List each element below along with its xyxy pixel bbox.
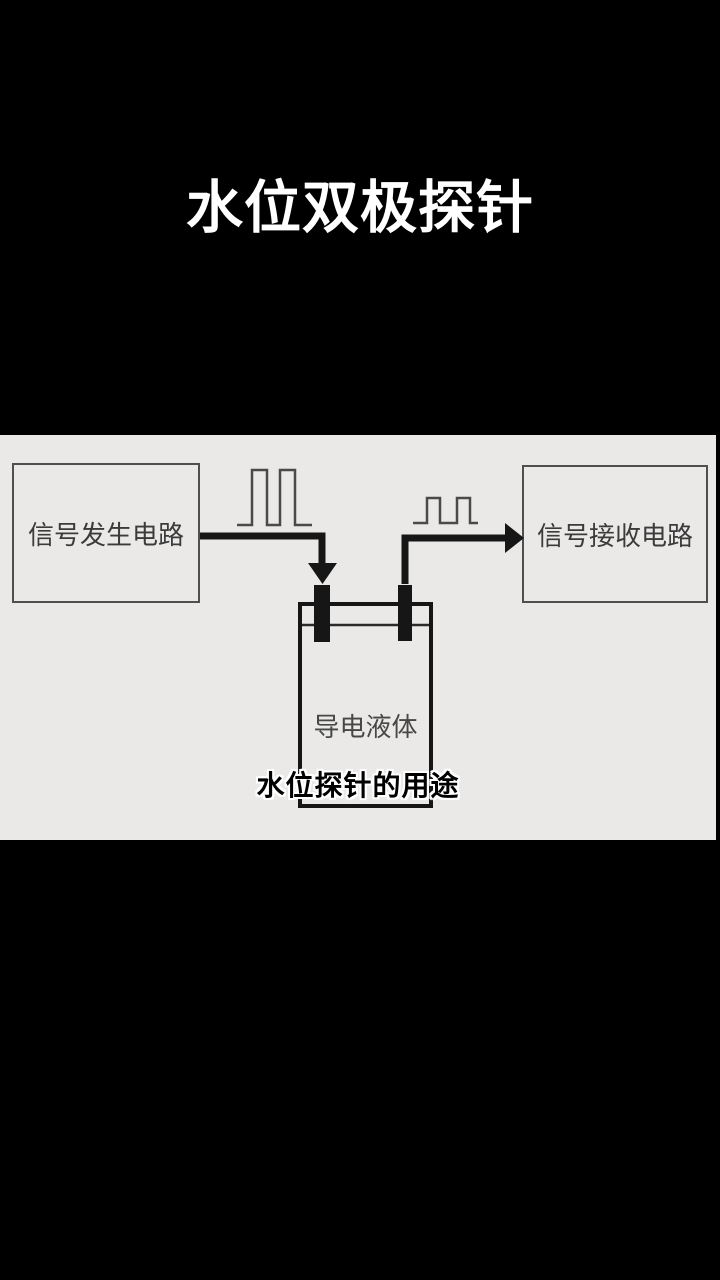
generator-pulse-waveform-icon — [237, 468, 312, 527]
liquid-tank — [298, 602, 433, 808]
arrow-right-icon — [505, 523, 524, 553]
right-probe — [398, 585, 412, 641]
tank-label: 导电液体 — [313, 713, 418, 742]
signal-receiver-label: 信号接收电路 — [536, 521, 693, 551]
left-probe — [314, 585, 330, 642]
diagram-panel: 信号发生电路 信号接收电路 导电液体 水位探针的用途 — [0, 435, 716, 840]
signal-generator-box: 信号发生电路 — [12, 463, 200, 603]
page-title: 水位双极探针 — [186, 176, 534, 240]
arrow-down-icon — [308, 563, 337, 584]
diagram-graphics — [200, 468, 524, 808]
generator-wire — [200, 532, 326, 565]
receiver-wire — [401, 534, 505, 584]
signal-generator-label: 信号发生电路 — [27, 520, 184, 550]
subtitle-caption: 水位探针的用途 — [256, 770, 460, 801]
signal-receiver-box: 信号接收电路 — [522, 465, 708, 603]
receiver-pulse-waveform-icon — [413, 496, 478, 525]
